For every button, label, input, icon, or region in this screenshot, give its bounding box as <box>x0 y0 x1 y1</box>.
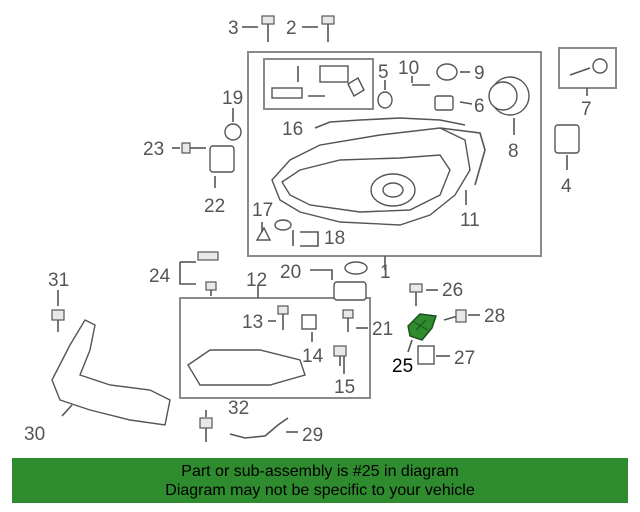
bracket-12 <box>187 349 306 386</box>
bolt-23 <box>181 142 206 154</box>
headlight-housing <box>271 117 486 226</box>
callout-11: 11 <box>460 210 480 231</box>
callout-18: 18 <box>324 228 345 249</box>
callout-23: 23 <box>143 139 164 160</box>
callout-6: 6 <box>474 96 485 117</box>
callout-28: 28 <box>484 306 505 327</box>
clip-25-highlighted <box>407 313 437 341</box>
callout-13: 13 <box>242 312 263 333</box>
callout-3: 3 <box>228 18 239 39</box>
socket-6 <box>434 95 454 111</box>
callout-21: 21 <box>372 319 393 340</box>
clip-14 <box>301 314 317 330</box>
parts-16 <box>271 65 365 99</box>
info-banner: Part or sub-assembly is #25 in diagram D… <box>12 458 628 503</box>
callout-24: 24 <box>149 266 171 287</box>
parts-20 <box>333 261 368 301</box>
bolt-15 <box>333 345 347 366</box>
module-22 <box>209 145 235 173</box>
callout-29: 29 <box>302 425 323 446</box>
support-30 <box>51 319 171 426</box>
callout-30: 30 <box>24 424 45 445</box>
callout-16: 16 <box>282 119 303 140</box>
callout-17: 17 <box>252 200 273 221</box>
bolt-2 <box>321 15 335 42</box>
bracket-4 <box>554 124 580 154</box>
callout-12: 12 <box>246 270 267 291</box>
callout-20: 20 <box>280 262 301 283</box>
callout-31: 31 <box>48 270 69 291</box>
banner-line-2: Diagram may not be specific to your vehi… <box>165 481 475 499</box>
bolt-28 <box>443 309 467 323</box>
line-29 <box>229 417 289 439</box>
callout-19: 19 <box>222 88 243 109</box>
callout-25-highlighted: 25 <box>392 356 413 377</box>
callout-22: 22 <box>204 196 225 217</box>
callout-10: 10 <box>398 58 419 79</box>
callout-5: 5 <box>378 62 389 83</box>
bolt-13 <box>277 305 289 330</box>
subassembly-box-7 <box>558 47 617 89</box>
bolts-24 <box>197 251 219 296</box>
callout-26: 26 <box>442 280 463 301</box>
leader-lines <box>57 26 588 433</box>
bulb-17 <box>255 226 272 241</box>
callout-7: 7 <box>581 99 592 120</box>
nut-27 <box>417 345 435 365</box>
callout-1: 1 <box>380 262 391 283</box>
bolt-21 <box>342 309 354 332</box>
bolt-7 <box>569 58 608 76</box>
callout-27: 27 <box>454 348 475 369</box>
bolt-32 <box>199 417 213 442</box>
callout-14: 14 <box>302 346 324 367</box>
bolt-31 <box>51 309 65 332</box>
banner-line-1: Part or sub-assembly is #25 in diagram <box>181 462 459 480</box>
grommet-19 <box>224 123 242 141</box>
ring-9 <box>436 63 458 81</box>
bulb-5 <box>377 91 393 109</box>
bulbs-18 <box>274 219 294 246</box>
callout-8: 8 <box>508 141 519 162</box>
bolt-26 <box>409 283 423 306</box>
callout-32: 32 <box>228 398 249 419</box>
parts-diagram: 1 2 3 4 5 6 7 8 9 10 11 12 13 14 15 16 1… <box>24 15 617 446</box>
callout-15: 15 <box>334 377 355 398</box>
callout-4: 4 <box>561 176 572 197</box>
callout-2: 2 <box>286 18 297 39</box>
bolt-3 <box>261 15 275 42</box>
callout-9: 9 <box>474 63 485 84</box>
